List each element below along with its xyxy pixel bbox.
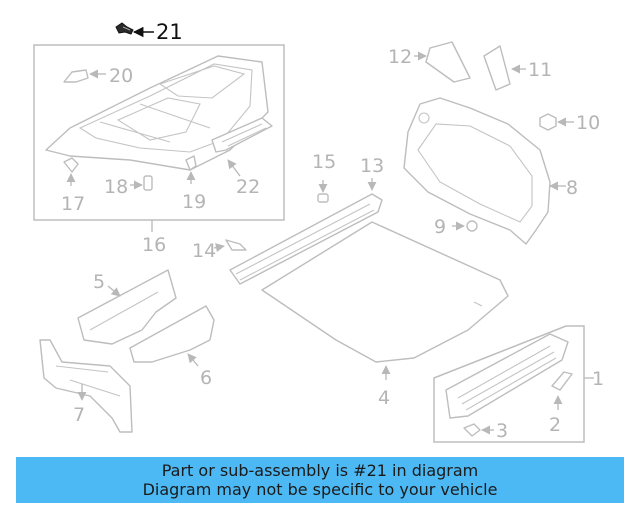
part-17-clip[interactable]: 17 bbox=[61, 157, 85, 215]
part-9-fastener[interactable]: 9 bbox=[434, 216, 478, 238]
part-5-panel[interactable]: 5 bbox=[77, 269, 177, 345]
group-box-16 bbox=[33, 44, 285, 221]
callout-8: 8 bbox=[566, 177, 578, 199]
callout-20: 20 bbox=[109, 65, 133, 87]
callout-15: 15 bbox=[312, 151, 336, 173]
part-12-panel[interactable]: 12 bbox=[388, 41, 471, 83]
part-21-screw[interactable]: 21 bbox=[115, 20, 183, 44]
part-8-quarter-trim[interactable]: 8 bbox=[403, 97, 578, 245]
callout-6: 6 bbox=[200, 367, 212, 389]
callout-5: 5 bbox=[93, 271, 105, 293]
part-3-clip[interactable]: 3 bbox=[463, 420, 508, 442]
part-6-panel[interactable]: 6 bbox=[129, 305, 215, 389]
callout-2: 2 bbox=[549, 414, 561, 436]
part-14-clip[interactable]: 14 bbox=[192, 239, 247, 262]
part-13-sill[interactable]: 13 bbox=[229, 155, 384, 285]
callout-1: 1 bbox=[592, 368, 604, 390]
part-15-screw[interactable]: 15 bbox=[312, 151, 336, 203]
callout-19: 19 bbox=[182, 191, 206, 213]
callout-22: 22 bbox=[236, 176, 260, 198]
part-sill-plate[interactable] bbox=[445, 333, 569, 419]
part-20[interactable]: 20 bbox=[63, 65, 133, 87]
part-2-clip[interactable]: 2 bbox=[549, 371, 573, 436]
group-box-1 bbox=[433, 325, 585, 443]
banner-line-1: Part or sub-assembly is #21 in diagram bbox=[161, 461, 479, 480]
part-10-cap[interactable]: 10 bbox=[539, 112, 600, 134]
info-banner: Part or sub-assembly is #21 in diagram D… bbox=[16, 457, 624, 503]
sill-plate-group: 1 2 3 bbox=[433, 325, 604, 443]
part-11-panel[interactable]: 11 bbox=[483, 45, 552, 91]
callout-7: 7 bbox=[73, 404, 85, 426]
callout-21: 21 bbox=[156, 20, 183, 44]
callout-9: 9 bbox=[434, 216, 446, 238]
callout-4: 4 bbox=[378, 387, 390, 409]
banner-line-2: Diagram may not be specific to your vehi… bbox=[142, 480, 498, 499]
part-22-bracket[interactable]: 22 bbox=[211, 117, 273, 198]
part-18-screw[interactable]: 18 bbox=[104, 175, 153, 198]
callout-17: 17 bbox=[61, 193, 85, 215]
callout-13: 13 bbox=[360, 155, 384, 177]
callout-3: 3 bbox=[496, 420, 508, 442]
callout-18: 18 bbox=[104, 176, 128, 198]
callout-16: 16 bbox=[142, 234, 166, 256]
callout-11: 11 bbox=[528, 59, 552, 81]
part-7-panel[interactable]: 7 bbox=[39, 339, 133, 433]
part-19-clip[interactable]: 19 bbox=[182, 155, 206, 213]
callout-10: 10 bbox=[576, 112, 600, 134]
callout-14: 14 bbox=[192, 240, 216, 262]
package-tray-group: 16 20 22 17 bbox=[33, 44, 285, 256]
part-4-floor-cover[interactable]: 4 bbox=[261, 221, 509, 409]
callout-12: 12 bbox=[388, 46, 412, 68]
